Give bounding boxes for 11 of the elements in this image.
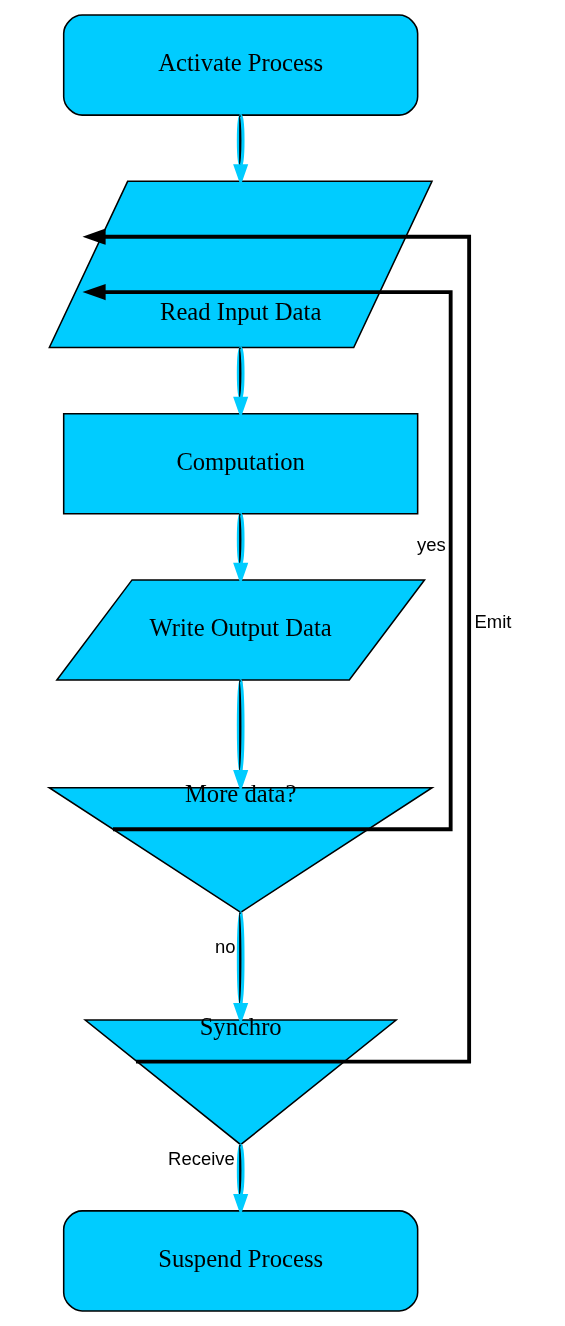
arrow bbox=[232, 912, 248, 1025]
edge-label: yes bbox=[416, 533, 446, 555]
node-box: Computation bbox=[62, 412, 418, 515]
arrow bbox=[82, 228, 471, 1064]
node-box: Suspend Process bbox=[62, 1210, 418, 1312]
arrow bbox=[82, 284, 453, 832]
arrow bbox=[232, 679, 248, 792]
edge-label: Receive bbox=[167, 1147, 235, 1169]
edge-label: Emit bbox=[474, 610, 511, 632]
node-box: Activate Process bbox=[62, 14, 418, 116]
edge-label: no bbox=[214, 936, 236, 958]
